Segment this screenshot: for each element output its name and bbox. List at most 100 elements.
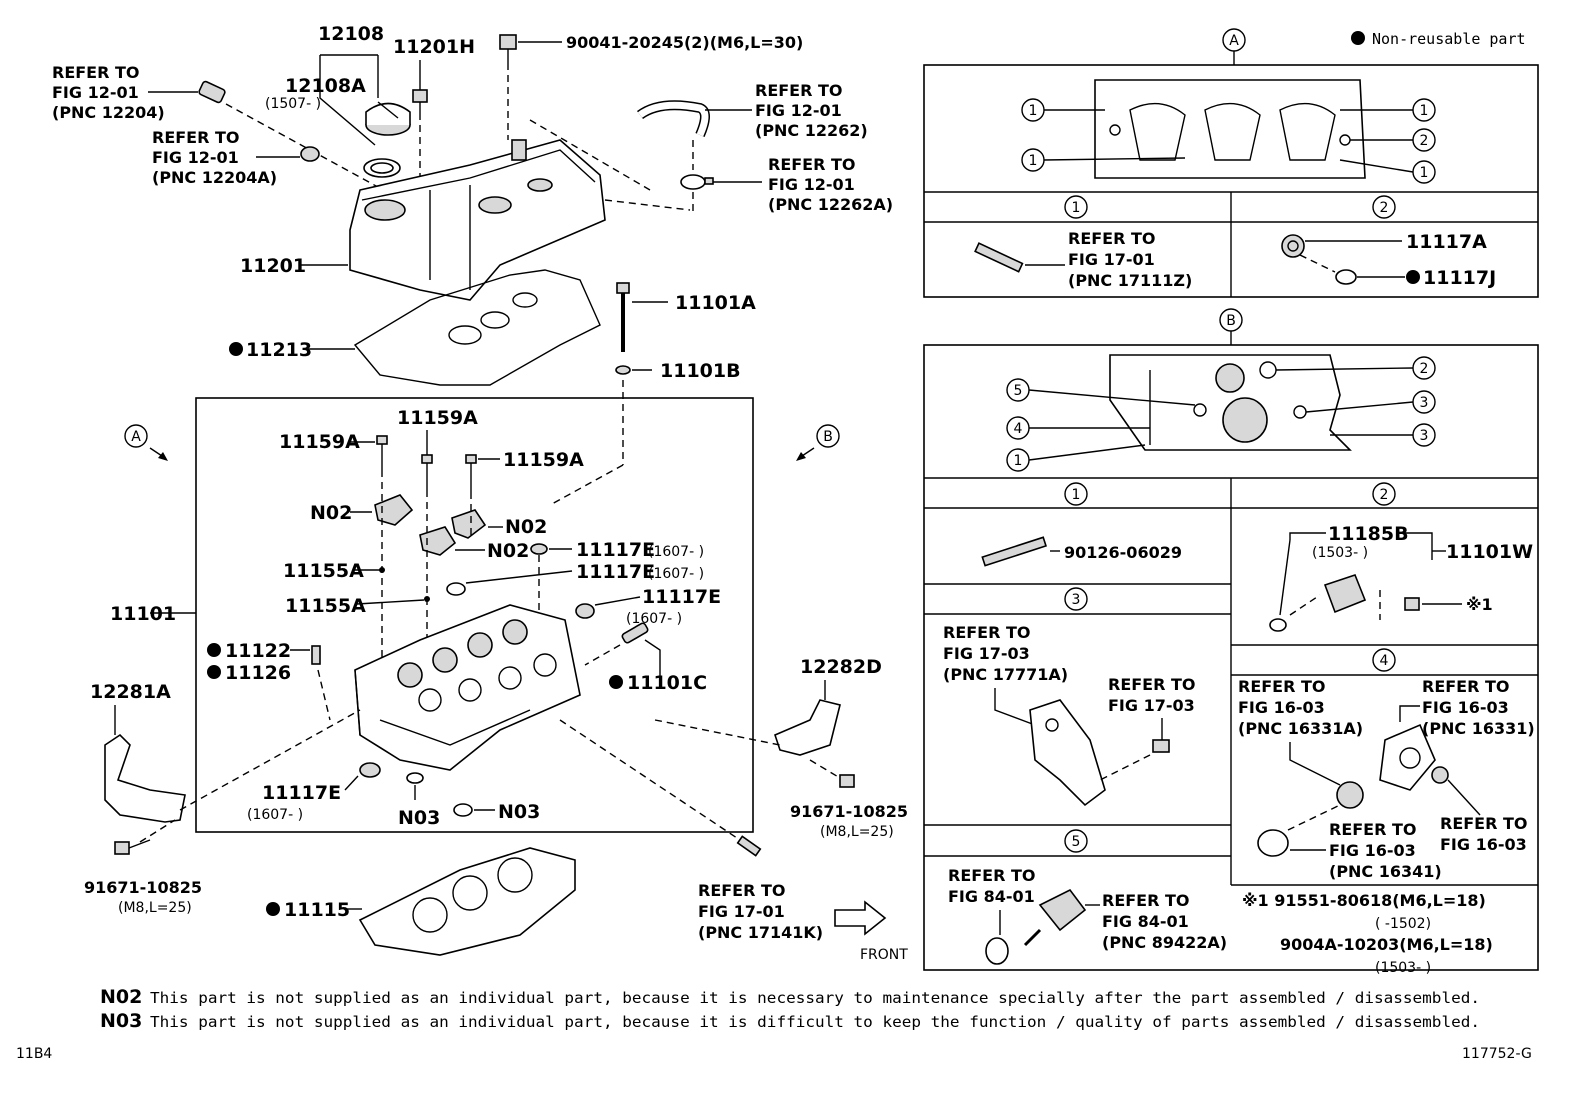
c4-ref1-line3: (PNC 16331A): [1238, 719, 1363, 738]
o-ring-11185B: [1269, 618, 1287, 632]
c4-ref4-line2: FIG 16-03: [1440, 835, 1527, 854]
bolt-11159A-2: [421, 454, 433, 490]
ref-17141K-line2: FIG 17-01: [698, 902, 785, 921]
panel-b-cell5-marker: [1064, 829, 1088, 853]
head-side-view-a: [1094, 79, 1366, 179]
label-12282D: 12282D: [800, 656, 882, 678]
coolant-temp-sensor: [1023, 888, 1087, 947]
c5-ref2-line1: REFER TO: [1102, 891, 1190, 910]
footnote-star-line2: ( -1502): [1375, 916, 1431, 932]
note-N02-code: N02: [100, 986, 142, 1008]
panel-b-cell5-number: 5: [1072, 834, 1081, 850]
ref-12204A-line3: (PNC 12204A): [152, 168, 277, 187]
c4-ref3-line3: (PNC 16341): [1329, 862, 1442, 881]
label-12108: 12108: [318, 23, 384, 45]
label-11101C: 11101C: [627, 672, 707, 694]
label-91671-1-spec: (M8,L=25): [118, 900, 192, 916]
ref-12204A-line2: FIG 12-01: [152, 148, 239, 167]
label-N02-2: N02: [505, 516, 547, 538]
view-a-label: A: [131, 429, 141, 445]
c4-ref1-line2: FIG 16-03: [1238, 698, 1325, 717]
cap-gasket: [363, 158, 401, 178]
cylinder-head-cover: [349, 139, 606, 301]
svg-text:4: 4: [1014, 421, 1023, 437]
c4-ref3-line1: REFER TO: [1329, 820, 1417, 839]
bolt-90041: [499, 34, 517, 70]
svg-text:1: 1: [1029, 103, 1038, 119]
label-11115: 11115: [284, 899, 350, 921]
label-11117E-1: 11117E: [576, 539, 655, 561]
label-91671-2-spec: (M8,L=25): [820, 824, 894, 840]
bracket-17771A: [1029, 699, 1106, 807]
view-b-marker: [816, 424, 840, 448]
bolt-91671-1: [114, 839, 151, 855]
c4-ref3-line2: FIG 16-03: [1329, 841, 1416, 860]
label-11155A-2: 11155A: [285, 595, 366, 617]
page-code: 11B4: [16, 1046, 52, 1062]
c3-ref2-line1: REFER TO: [1108, 675, 1196, 694]
label-11201: 11201: [240, 255, 306, 277]
hose-clamp: [680, 174, 714, 190]
plug-11117A: [1281, 234, 1305, 258]
c4-ref2-line2: FIG 16-03: [1422, 698, 1509, 717]
panel-a-title: A: [1229, 33, 1239, 49]
cam-position-sensor: [1323, 574, 1367, 614]
ref-12262-line3: (PNC 12262): [755, 121, 868, 140]
label-12108A: 12108A: [285, 75, 366, 97]
c3-ref1-line2: FIG 17-03: [943, 644, 1030, 663]
note-N03-code: N03: [100, 1010, 142, 1032]
cylinder-head-assembly-frame: [195, 397, 754, 833]
stud-90126: [981, 536, 1047, 567]
non-reusable-icon: [1406, 270, 1420, 284]
grommet: [300, 146, 320, 162]
ref-12262A-line2: FIG 12-01: [768, 175, 855, 194]
label-11117E-3-range: (1607- ): [626, 611, 682, 627]
label-N03-2: N03: [498, 801, 540, 823]
head-cover-gasket: [353, 269, 601, 386]
svg-text:2: 2: [1420, 133, 1429, 149]
ref-12262-line2: FIG 12-01: [755, 101, 842, 120]
ref-17141K-line3: (PNC 17141K): [698, 923, 823, 942]
seal-11117E-1: [530, 543, 548, 555]
camshaft-bearing-cap-2: [451, 509, 487, 539]
engine-hanger-12282D: [774, 699, 841, 756]
non-reusable-icon: [207, 665, 221, 679]
note-N03-text: This part is not supplied as an individu…: [150, 1013, 1480, 1031]
label-11117E-1-range: (1607- ): [648, 544, 704, 560]
label-11117E-2: 11117E: [576, 561, 655, 583]
c3-ref2-line2: FIG 17-03: [1108, 696, 1195, 715]
ref-12204-line3: (PNC 12204): [52, 103, 165, 122]
plug-11122: [311, 645, 321, 665]
water-inlet-16331: [1379, 723, 1436, 791]
non-reusable-dot-icon: [1351, 31, 1365, 45]
head-bolt-11101A: [616, 282, 630, 352]
panel-b-cell2-number: 2: [1380, 487, 1389, 503]
cylinder-head-gasket: [358, 847, 576, 956]
footnote-star-line3: 9004A-10203(M6,L=18): [1280, 935, 1493, 954]
non-reusable-icon: [609, 675, 623, 689]
gasket-89422A: [985, 937, 1009, 965]
label-11101W: 11101W: [1446, 541, 1533, 563]
head-end-view-b: [1109, 354, 1352, 451]
seal-11117E-2: [446, 582, 466, 596]
label-11126: 11126: [225, 662, 291, 684]
nut-cell4: [1431, 766, 1449, 784]
bolt-91671-2: [839, 774, 855, 788]
c4-ref2-line1: REFER TO: [1422, 677, 1510, 696]
footnote-star-line4: (1503- ): [1375, 960, 1431, 976]
panel-a-cell1-number: 1: [1072, 200, 1081, 216]
ref-12262A-line1: REFER TO: [768, 155, 856, 174]
ref-17141K-line1: REFER TO: [698, 881, 786, 900]
seal-11117E-3: [575, 603, 595, 619]
panel-b: [923, 344, 1539, 971]
seal-N03-2: [453, 803, 473, 817]
stud-11101C: [621, 622, 649, 644]
svg-text:3: 3: [1420, 395, 1429, 411]
label-11185B: 11185B: [1328, 523, 1409, 545]
panel-b-cell3-number: 3: [1072, 592, 1081, 608]
panel-b-cell2-marker: [1372, 482, 1396, 506]
panel-a-cell1-marker: [1064, 195, 1088, 219]
label-11117E-2-range: (1607- ): [648, 566, 704, 582]
label-12281A: 12281A: [90, 681, 171, 703]
label-N02-1: N02: [310, 502, 352, 524]
